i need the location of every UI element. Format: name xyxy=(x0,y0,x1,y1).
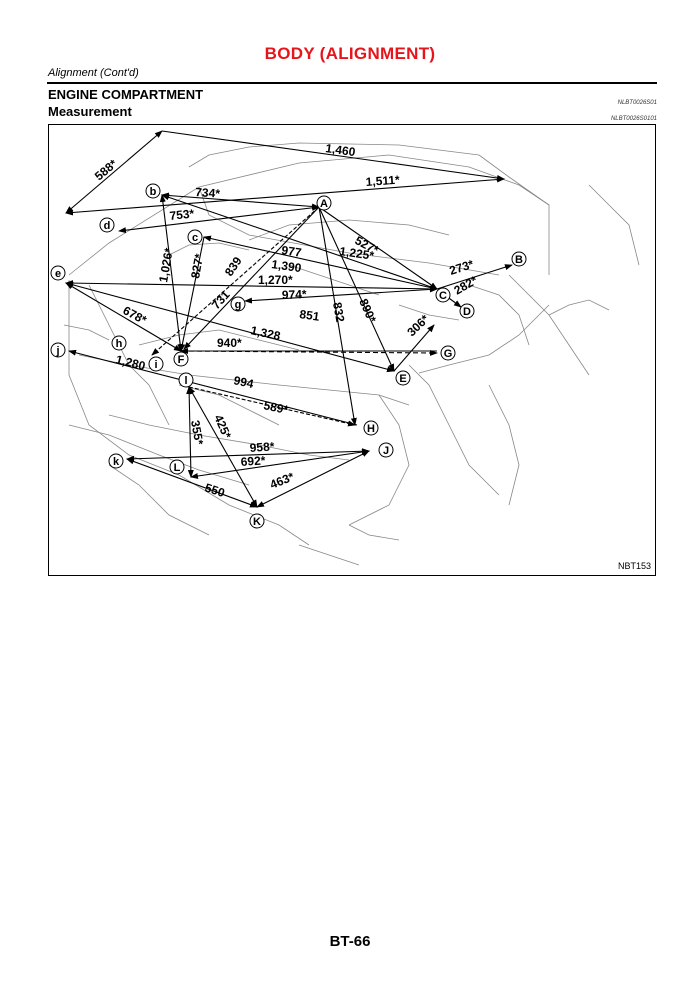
dim-1026: 1,026* xyxy=(156,247,176,284)
subsection-code: NLBT0026S0101 xyxy=(610,116,657,122)
figure-code: NBT153 xyxy=(617,561,651,571)
point-B: B xyxy=(511,251,527,267)
point-L: L xyxy=(169,459,185,475)
dim-306: 306* xyxy=(404,312,432,339)
dim-940: 940* xyxy=(217,336,242,350)
dimension-labels: 1,460 1,511* 588* 734* 753* 527* 977 1,2… xyxy=(92,141,480,500)
dim-463: 463* xyxy=(268,469,296,491)
svg-text:d: d xyxy=(104,220,111,232)
section-subtitle: Measurement xyxy=(48,104,132,119)
svg-text:C: C xyxy=(439,290,447,302)
point-D: D xyxy=(459,303,475,319)
header-rule xyxy=(47,82,657,84)
svg-text:K: K xyxy=(253,516,261,528)
section-code: NLBT0026S01 xyxy=(617,100,657,106)
dim-994: 994 xyxy=(232,373,255,391)
dim-1328: 1,328 xyxy=(249,323,282,343)
dim-1225: 1,225* xyxy=(339,244,376,263)
dim-550: 550 xyxy=(203,481,227,501)
point-h: h xyxy=(111,335,127,351)
dim-1280: 1,280 xyxy=(114,352,147,373)
dim-589: 589* xyxy=(262,398,289,417)
point-G: G xyxy=(440,345,456,361)
point-K: K xyxy=(249,513,265,529)
point-e: e xyxy=(50,265,66,281)
point-C: C xyxy=(435,287,451,303)
svg-text:H: H xyxy=(367,423,375,435)
dim-753: 753* xyxy=(169,206,195,223)
svg-text:j: j xyxy=(55,345,59,357)
dim-832: 832 xyxy=(330,301,347,323)
dim-827: 827* xyxy=(188,252,206,279)
svg-text:h: h xyxy=(116,338,123,350)
point-g: g xyxy=(230,296,246,312)
point-k: k xyxy=(108,453,124,469)
dim-1390: 1,390 xyxy=(271,257,303,275)
page-subtitle: Alignment (Cont'd) xyxy=(48,67,139,79)
dim-731: 731 xyxy=(209,288,233,312)
svg-text:G: G xyxy=(444,348,453,360)
svg-text:b: b xyxy=(150,186,157,198)
alignment-diagram: A B C D E F G H J K L b c d e g h i j k … xyxy=(50,130,640,566)
point-j: j xyxy=(50,342,66,358)
point-c: c xyxy=(187,229,203,245)
dim-958: 958* xyxy=(249,439,275,455)
svg-text:l: l xyxy=(184,375,187,387)
dim-977: 977 xyxy=(281,243,303,260)
point-l: l xyxy=(178,372,194,388)
svg-text:J: J xyxy=(383,445,389,457)
point-d: d xyxy=(99,217,115,233)
engine-compartment-figure: A B C D E F G H J K L b c d e g h i j k … xyxy=(48,124,656,576)
svg-text:F: F xyxy=(178,354,185,366)
dim-890: 890* xyxy=(356,297,379,326)
point-H: H xyxy=(363,420,379,436)
svg-text:E: E xyxy=(399,373,406,385)
point-E: E xyxy=(395,370,411,386)
section-title: ENGINE COMPARTMENT xyxy=(48,87,204,102)
dim-1270: 1,270* xyxy=(258,273,293,287)
dim-851: 851 xyxy=(299,307,321,324)
svg-text:B: B xyxy=(515,254,523,266)
dim-974: 974* xyxy=(282,287,307,302)
svg-text:L: L xyxy=(174,462,181,474)
point-F: F xyxy=(173,351,189,367)
page-title: BODY (ALIGNMENT) xyxy=(264,44,436,63)
dim-1460: 1,460 xyxy=(325,141,357,159)
page-number: BT-66 xyxy=(329,933,371,950)
point-A: A xyxy=(316,195,332,211)
dim-425: 425* xyxy=(211,413,234,442)
dim-355: 355* xyxy=(188,419,206,446)
svg-text:k: k xyxy=(113,456,120,468)
point-labels: A B C D E F G H J K L b c d e g h i j k … xyxy=(50,183,527,529)
svg-text:e: e xyxy=(55,268,61,280)
svg-text:A: A xyxy=(320,198,328,210)
svg-text:i: i xyxy=(154,359,157,371)
dim-1511: 1,511* xyxy=(365,173,400,189)
point-b: b xyxy=(145,183,161,199)
point-i: i xyxy=(148,356,164,372)
svg-text:c: c xyxy=(192,232,198,244)
svg-text:D: D xyxy=(463,306,471,318)
svg-text:g: g xyxy=(235,299,242,311)
dim-839: 839 xyxy=(222,254,245,279)
dim-734: 734* xyxy=(195,185,221,201)
measurement-lines xyxy=(65,130,513,508)
point-J: J xyxy=(378,442,394,458)
dim-692: 692* xyxy=(240,453,266,469)
